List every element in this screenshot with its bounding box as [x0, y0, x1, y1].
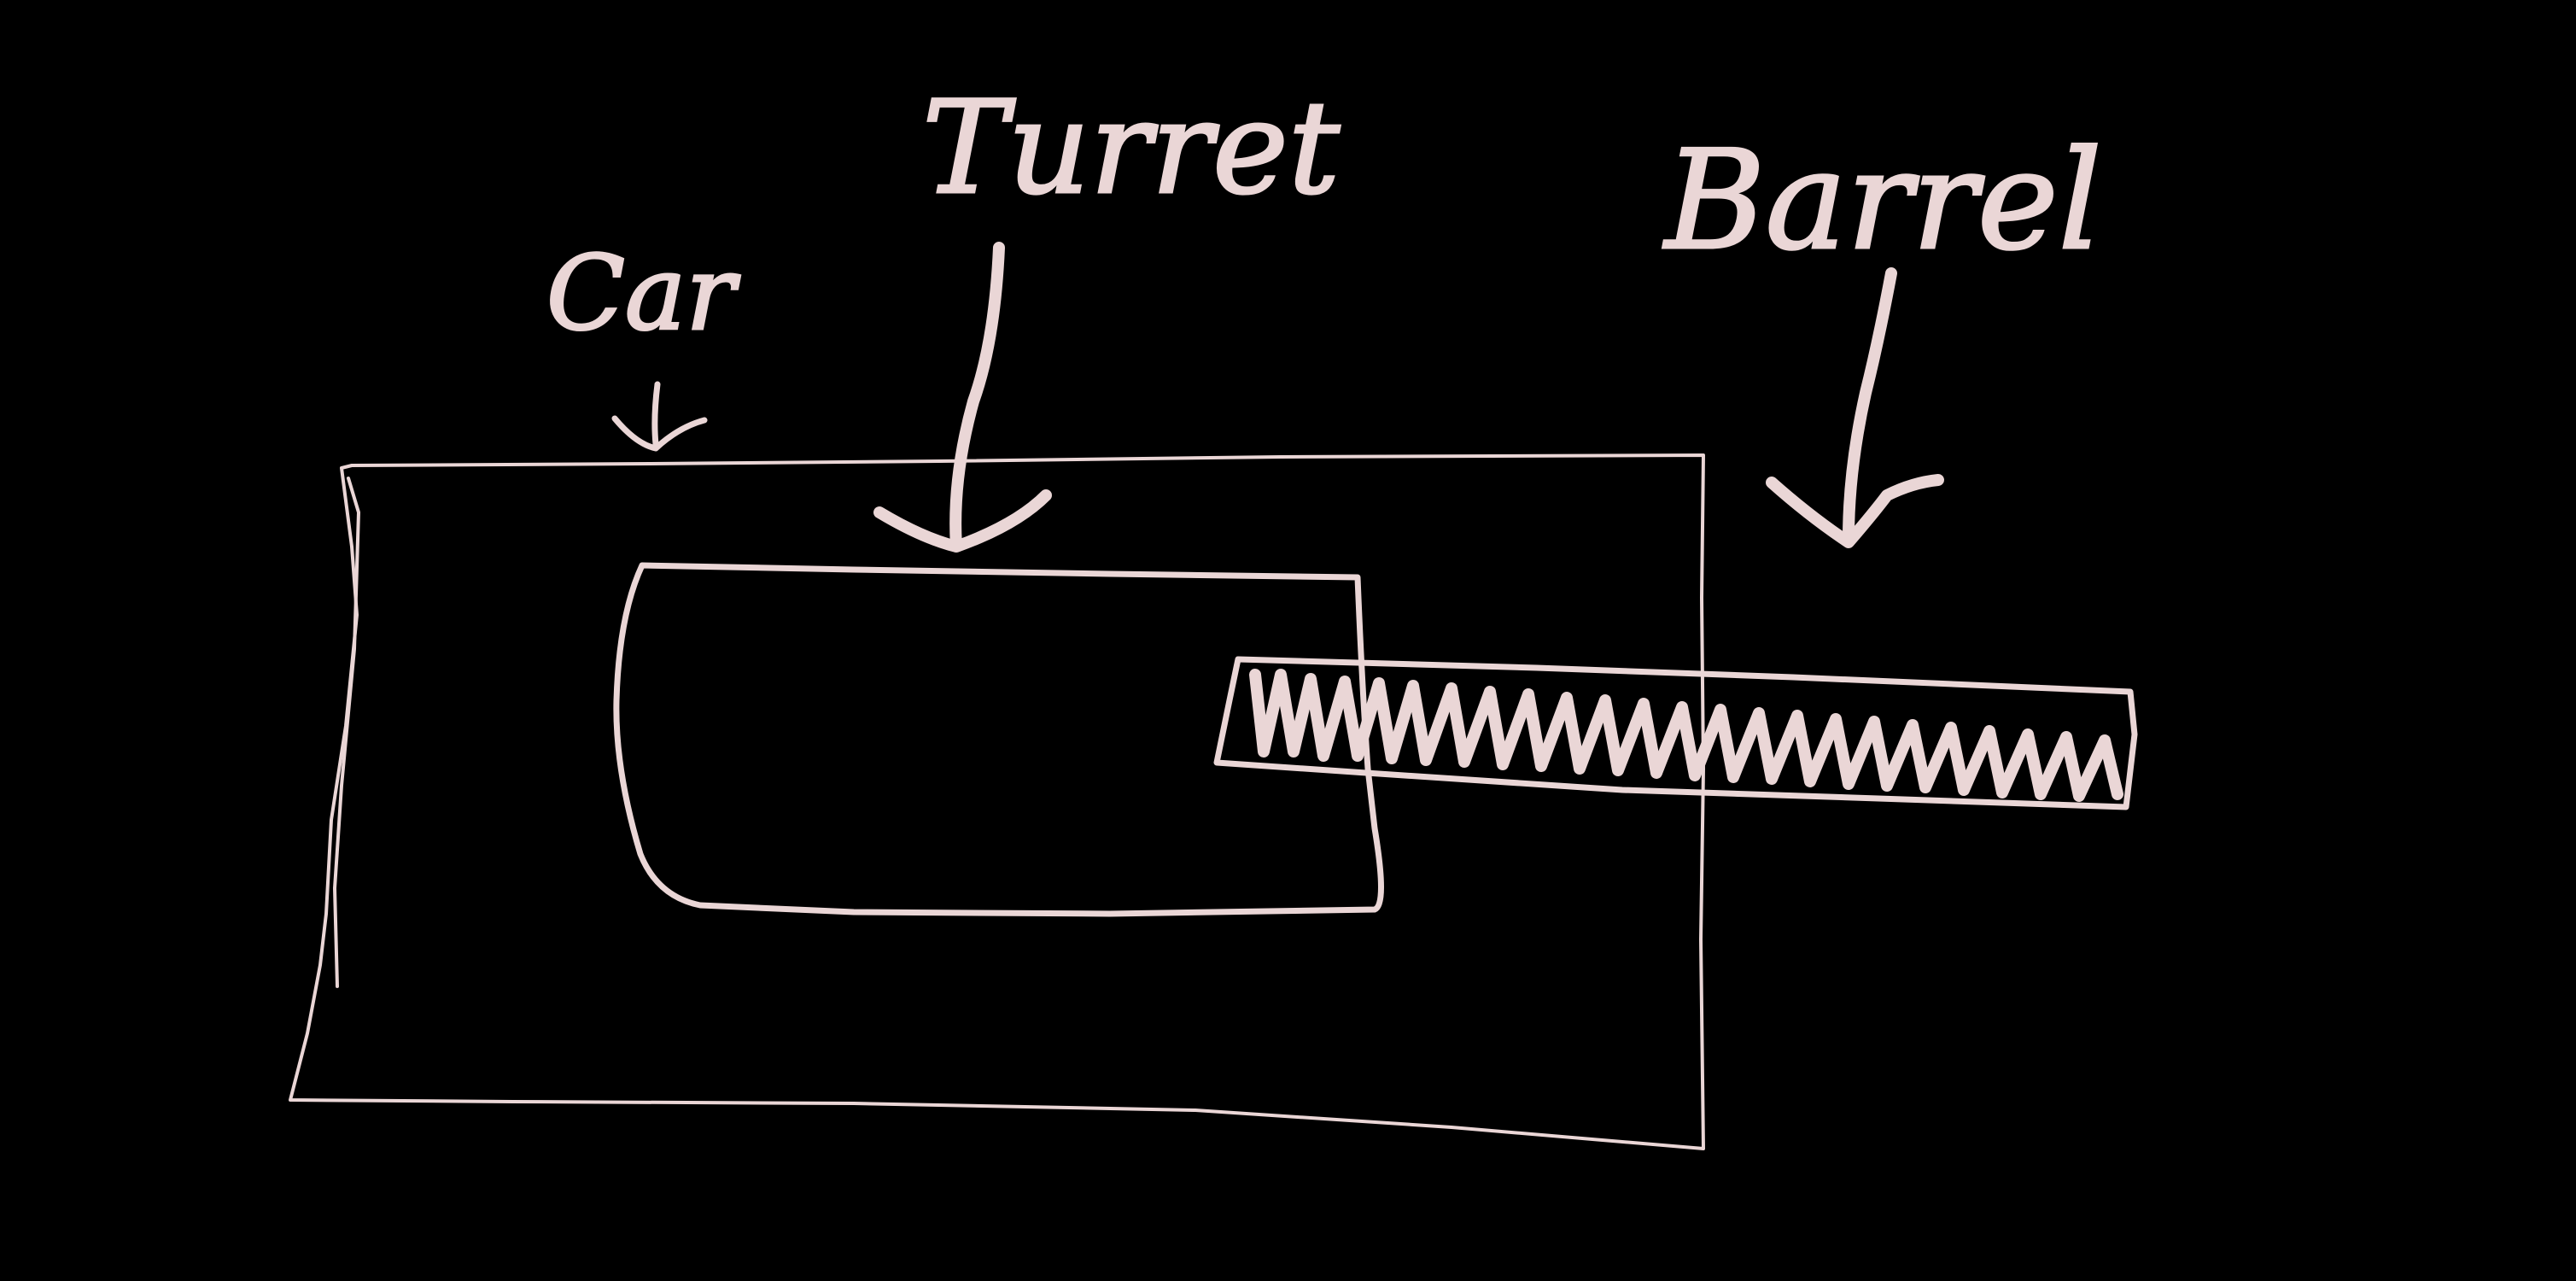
turret-outline [613, 562, 1384, 917]
barrel-hatching [1249, 669, 2123, 802]
turret-arrow [873, 242, 1052, 553]
car-label: Car [546, 235, 740, 354]
turret-label: Turret [922, 74, 1341, 223]
car-arrow [611, 381, 708, 452]
barrel-outline [1213, 656, 2138, 810]
car-body-inner-edge [333, 477, 360, 988]
barrel-arrow [1766, 267, 1944, 548]
barrel-label: Barrel [1662, 120, 2102, 280]
car-body-outline [289, 453, 1705, 1150]
